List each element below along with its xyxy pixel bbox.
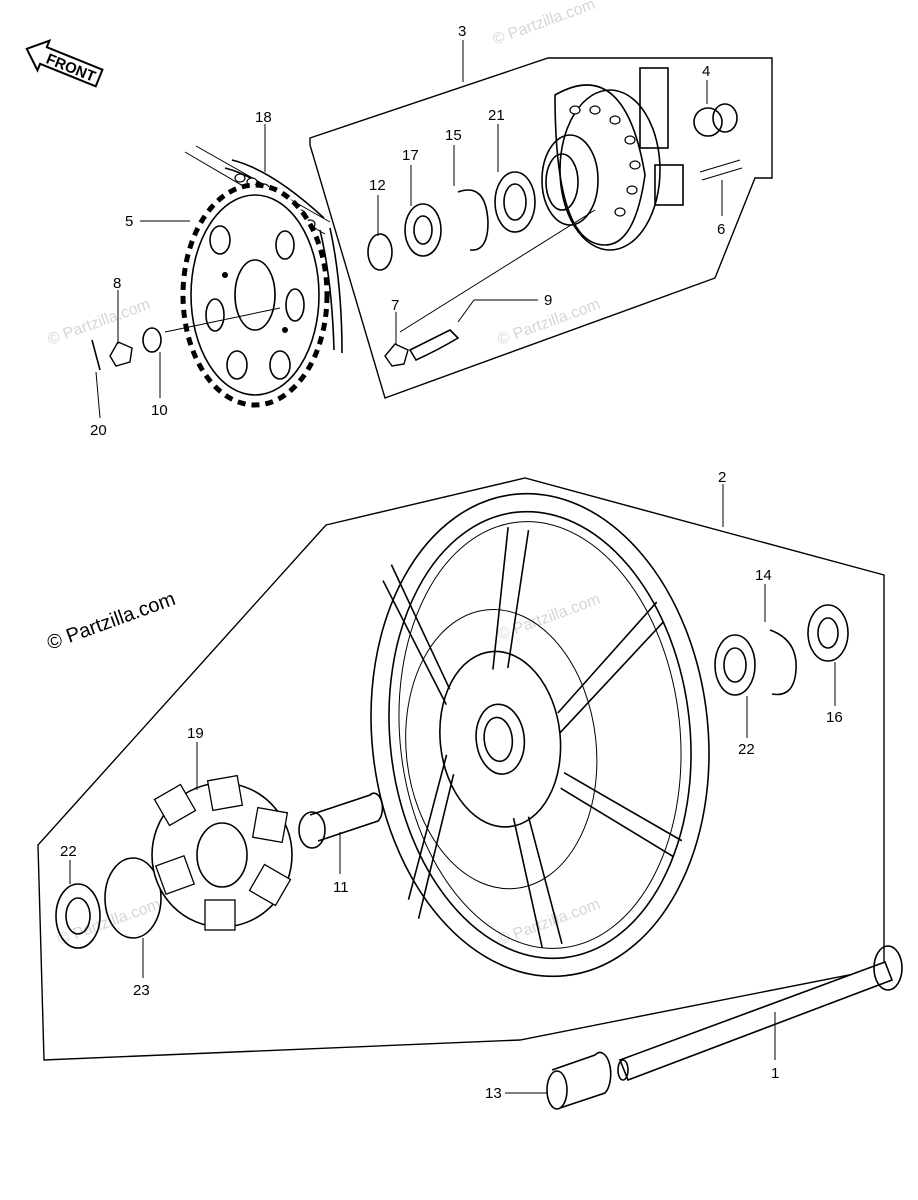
callout-20: 20: [90, 422, 107, 439]
callout-17: 17: [402, 147, 419, 164]
callouts: 3 4 18 15 21 17 12 6 5 8 9 7 10 20 2 14 …: [60, 23, 843, 1102]
callout-8: 8: [113, 275, 121, 292]
callout-6: 6: [717, 221, 725, 238]
faint-watermarks: © Partzilla.com © Partzilla.com © Partzi…: [46, 0, 603, 949]
callout-4: 4: [702, 63, 710, 80]
rear-sprocket: [180, 182, 330, 408]
watermark-faint: © Partzilla.com: [46, 296, 153, 349]
watermark-faint: © Partzilla.com: [56, 896, 163, 949]
leader-lines: [69, 40, 836, 1094]
callout-19: 19: [187, 725, 204, 742]
callout-5: 5: [125, 213, 133, 230]
callout-10: 10: [151, 402, 168, 419]
callout-23: 23: [133, 982, 150, 999]
watermark-faint: © Partzilla.com: [496, 591, 603, 644]
wheel-assembly-outline: [37, 477, 885, 1061]
callout-22: 22: [738, 741, 755, 758]
callout-22: 22: [60, 843, 77, 860]
callout-7: 7: [391, 297, 399, 314]
rear-wheel: [370, 492, 710, 978]
wheel-small-parts: [55, 604, 849, 949]
watermark-faint: © Partzilla.com: [496, 896, 603, 949]
callout-1: 1: [771, 1065, 779, 1082]
sprocket-hub: [399, 67, 684, 333]
front-arrow-icon: FRONT: [25, 38, 104, 88]
watermark-brand: © Partzilla.com: [44, 588, 178, 655]
hub-assembly-outline: [309, 57, 773, 399]
callout-12: 12: [369, 177, 386, 194]
watermark-faint: © Partzilla.com: [491, 0, 598, 49]
callout-18: 18: [255, 109, 272, 126]
callout-14: 14: [755, 567, 772, 584]
callout-2: 2: [718, 469, 726, 486]
callout-3: 3: [458, 23, 466, 40]
callout-15: 15: [445, 127, 462, 144]
axle: [617, 945, 903, 1082]
axle-collar: [546, 1051, 612, 1110]
callout-13: 13: [485, 1085, 502, 1102]
callout-9: 9: [544, 292, 552, 309]
hub-small-parts: [91, 103, 743, 371]
callout-11: 11: [333, 879, 349, 896]
callout-21: 21: [488, 107, 505, 124]
callout-16: 16: [826, 709, 843, 726]
